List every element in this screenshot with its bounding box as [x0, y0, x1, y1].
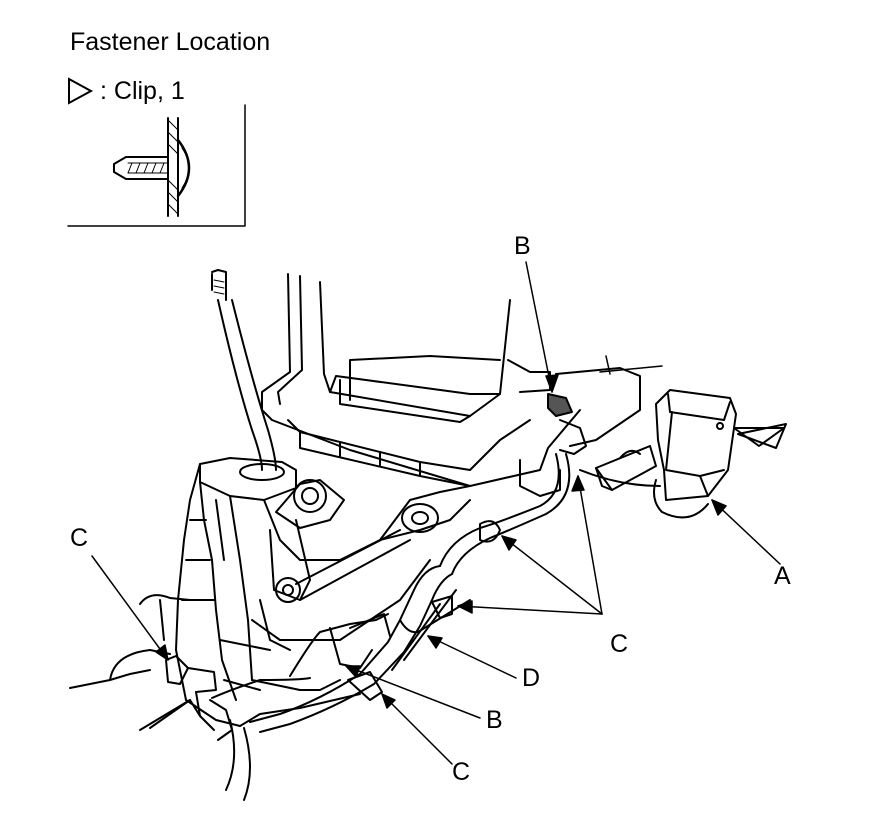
- console-bracket: [261, 273, 663, 497]
- cables: [69, 453, 661, 801]
- callout-d: D: [522, 664, 541, 692]
- clip-detail-inset: [67, 104, 246, 227]
- callout-b-bottom: B: [486, 706, 503, 734]
- diagram-title: Fastener Location: [70, 28, 271, 56]
- leader-lines: [91, 261, 781, 765]
- callout-c-left: C: [70, 524, 89, 552]
- shifter-housing: [175, 457, 471, 727]
- clip-location-marker: [733, 423, 787, 449]
- duct-a: [595, 389, 737, 519]
- callout-a: A: [774, 562, 791, 590]
- legend-text: : Clip, 1: [100, 76, 185, 105]
- shift-lever: [211, 269, 277, 471]
- callout-c-group: C: [610, 630, 629, 658]
- callout-c-bottom: C: [452, 758, 471, 786]
- callout-b-top: B: [514, 232, 531, 260]
- legend: : Clip, 1: [66, 76, 185, 106]
- triangle-outline-icon: [68, 77, 94, 105]
